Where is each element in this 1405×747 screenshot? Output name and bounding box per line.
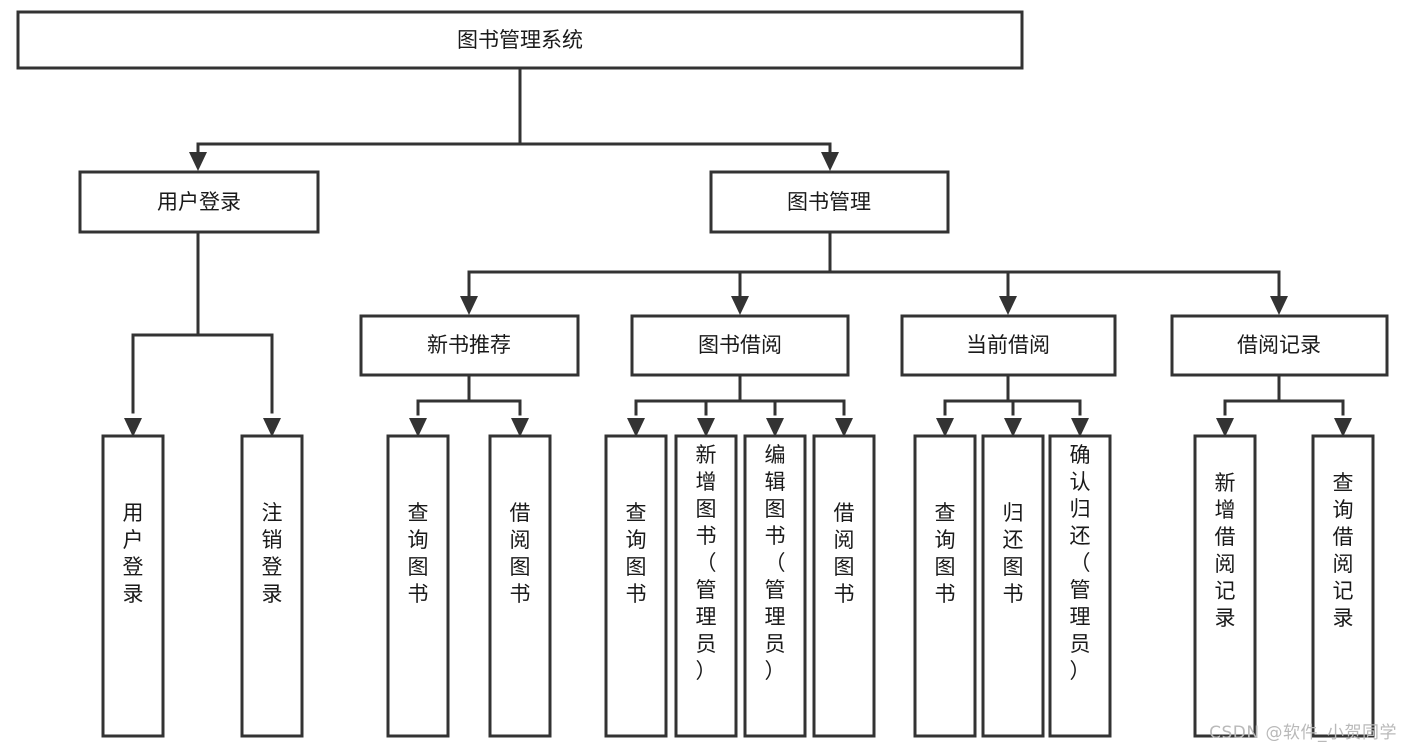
arrow-icon-to-leaf-return-book	[1004, 418, 1022, 437]
node-borrow-record[interactable]: 借阅记录	[1170, 314, 1389, 377]
node-leaf-query-borrow-record-label: 查询借阅记录	[1333, 471, 1354, 630]
node-borrow-record-box[interactable]	[1170, 314, 1389, 377]
node-leaf-query-book-new[interactable]: 查询图书	[386, 434, 450, 738]
node-new-book-recommend[interactable]: 新书推荐	[359, 314, 580, 377]
node-leaf-borrow-book-label: 借阅图书	[834, 501, 855, 606]
node-leaf-query-book-current-label: 查询图书	[935, 501, 956, 606]
arrow-icon-to-leaf-add-borrow-record	[1216, 418, 1234, 437]
node-leaf-confirm-return[interactable]: 确认归还（管理员）	[1048, 434, 1112, 738]
connector-layer	[131, 66, 1345, 416]
node-leaf-query-book-borrow[interactable]: 查询图书	[604, 434, 668, 738]
leaf-node-layer: 用户登录 注销登录 查询图书 借阅图书 查询图书 新增图书（管理员）	[101, 434, 1375, 738]
arrow-icon-to-current-borrow	[999, 296, 1017, 315]
arrow-icon-to-leaf-query-borrow-record	[1334, 418, 1352, 437]
node-leaf-query-borrow-record[interactable]: 查询借阅记录	[1311, 434, 1375, 738]
node-current-borrow-box[interactable]	[900, 314, 1117, 377]
node-book-borrow-label: 图书借阅	[698, 333, 782, 357]
node-root-box[interactable]	[16, 10, 1024, 70]
arrow-icon-to-leaf-user-login	[124, 418, 142, 437]
arrow-icon-to-leaf-confirm-return	[1071, 418, 1089, 437]
node-user-login[interactable]: 用户登录	[78, 170, 320, 234]
node-leaf-confirm-return-box[interactable]	[1048, 434, 1112, 738]
node-user-login-label: 用户登录	[157, 190, 241, 214]
node-leaf-query-book-current[interactable]: 查询图书	[913, 434, 977, 738]
node-book-management[interactable]: 图书管理	[709, 170, 950, 234]
node-leaf-edit-book-box[interactable]	[743, 434, 807, 738]
arrow-icon-to-new-book-recommend	[460, 296, 478, 315]
node-user-login-box[interactable]	[78, 170, 320, 234]
node-borrow-record-label: 借阅记录	[1237, 333, 1321, 357]
node-leaf-user-login-box[interactable]	[101, 434, 165, 738]
node-leaf-borrow-book-new[interactable]: 借阅图书	[488, 434, 552, 738]
node-book-borrow-box[interactable]	[630, 314, 850, 377]
node-new-book-recommend-box[interactable]	[359, 314, 580, 377]
arrow-icon-to-leaf-query-book-borrow	[627, 418, 645, 437]
node-leaf-edit-book-label: 编辑图书（管理员）	[765, 443, 786, 683]
node-book-management-label: 图书管理	[787, 190, 871, 214]
arrow-icon-to-book-borrow	[731, 296, 749, 315]
node-leaf-add-borrow-record[interactable]: 新增借阅记录	[1193, 434, 1257, 738]
node-leaf-logout-login-box[interactable]	[240, 434, 304, 738]
node-leaf-add-borrow-record-box[interactable]	[1193, 434, 1257, 738]
node-leaf-logout-login-label: 注销登录	[262, 501, 283, 606]
node-leaf-logout-login[interactable]: 注销登录	[240, 434, 304, 738]
arrow-icon-to-leaf-query-book-new	[409, 418, 427, 437]
arrow-icon-to-leaf-logout-login	[263, 418, 281, 437]
node-leaf-return-book-box[interactable]	[981, 434, 1045, 738]
node-leaf-add-book-box[interactable]	[674, 434, 738, 738]
node-book-management-box[interactable]	[709, 170, 950, 234]
node-leaf-borrow-book-new-box[interactable]	[488, 434, 552, 738]
node-leaf-confirm-return-label: 确认归还（管理员）	[1070, 443, 1091, 683]
node-leaf-return-book-label: 归还图书	[1003, 501, 1024, 606]
arrow-icon-to-leaf-query-book-current	[936, 418, 954, 437]
node-leaf-add-book[interactable]: 新增图书（管理员）	[674, 434, 738, 738]
arrow-icon-to-leaf-edit-book	[766, 418, 784, 437]
node-current-borrow[interactable]: 当前借阅	[900, 314, 1117, 377]
node-leaf-query-book-borrow-box[interactable]	[604, 434, 668, 738]
node-leaf-query-book-current-box[interactable]	[913, 434, 977, 738]
node-leaf-edit-book[interactable]: 编辑图书（管理员）	[743, 434, 807, 738]
node-leaf-add-book-label: 新增图书（管理员）	[696, 443, 717, 683]
node-leaf-user-login[interactable]: 用户登录	[101, 434, 165, 738]
node-root[interactable]: 图书管理系统	[16, 10, 1024, 70]
arrow-icon-to-leaf-borrow-book-new	[511, 418, 529, 437]
arrow-icon-to-leaf-add-book	[697, 418, 715, 437]
node-leaf-add-borrow-record-label: 新增借阅记录	[1215, 471, 1236, 630]
arrow-icon-to-book-management	[821, 152, 839, 171]
node-current-borrow-label: 当前借阅	[966, 333, 1050, 357]
node-leaf-return-book[interactable]: 归还图书	[981, 434, 1045, 738]
node-leaf-borrow-book[interactable]: 借阅图书	[812, 434, 876, 738]
node-leaf-query-book-new-label: 查询图书	[408, 501, 429, 606]
node-leaf-query-borrow-record-box[interactable]	[1311, 434, 1375, 738]
node-leaf-query-book-new-box[interactable]	[386, 434, 450, 738]
node-book-borrow[interactable]: 图书借阅	[630, 314, 850, 377]
node-new-book-recommend-label: 新书推荐	[427, 333, 511, 357]
arrow-icon-to-leaf-borrow-book	[835, 418, 853, 437]
node-root-label: 图书管理系统	[457, 28, 583, 52]
arrow-icon-to-borrow-record	[1270, 296, 1288, 315]
node-leaf-borrow-book-box[interactable]	[812, 434, 876, 738]
node-leaf-user-login-label: 用户登录	[123, 501, 144, 606]
arrow-icon-to-user-login	[189, 152, 207, 171]
node-leaf-query-book-borrow-label: 查询图书	[626, 501, 647, 606]
node-leaf-borrow-book-new-label: 借阅图书	[510, 501, 531, 606]
